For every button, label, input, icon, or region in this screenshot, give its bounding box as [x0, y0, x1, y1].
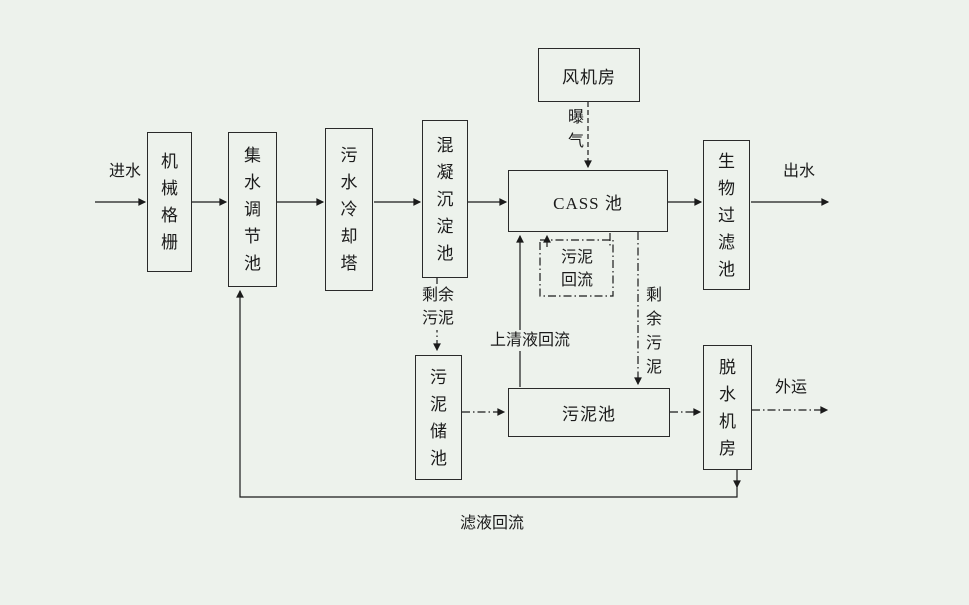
sludge-return-outline [539, 239, 614, 297]
excess-sludge-coagulation-label: 剩余污泥 [419, 284, 457, 330]
external-transport-label: 外运 [774, 379, 807, 396]
fan-room-label: 风机房 [562, 67, 616, 87]
box-dewatering-room: 脱水机房 [703, 345, 752, 470]
line-filtrate-return [236, 289, 738, 498]
box-mechanical-screen: 机械格栅 [147, 132, 192, 272]
box-fan-room: 风机房 [538, 48, 640, 102]
aeration-label: 曝气 [566, 106, 586, 154]
sewage-cooling-tower-label: 污水冷却塔 [340, 146, 358, 273]
box-sludge-storage-tank: 污泥储池 [415, 355, 462, 480]
box-sewage-cooling-tower: 污水冷却塔 [325, 128, 373, 291]
influent-label: 进水 [108, 163, 141, 180]
sludge-return-label: 污泥回流 [560, 249, 593, 289]
biological-filter-tank-label: 生物过滤池 [718, 151, 735, 279]
box-biological-filter-tank: 生物过滤池 [703, 140, 750, 290]
effluent-label: 出水 [782, 163, 815, 180]
mechanical-screen-label: 机械格栅 [161, 152, 178, 252]
cass-tank-label: CASS 池 [553, 193, 623, 213]
filtrate-return-label: 滤液回流 [459, 515, 524, 532]
dewatering-room-label: 脱水机房 [719, 357, 736, 458]
excess-sludge-cass-label: 剩余污泥 [645, 287, 662, 376]
supernatant-return-label: 上清液回流 [486, 330, 574, 351]
coagulation-sedimentation-tank-label: 混凝沉淀池 [436, 135, 454, 263]
box-sludge-tank: 污泥池 [508, 388, 670, 437]
box-cass-tank: CASS 池 [508, 170, 668, 232]
sludge-storage-tank-label: 污泥储池 [430, 367, 447, 468]
collecting-regulating-tank-label: 集水调节池 [244, 146, 261, 273]
box-coagulation-sedimentation-tank: 混凝沉淀池 [422, 120, 468, 278]
sludge-tank-label: 污泥池 [562, 405, 616, 424]
box-collecting-regulating-tank: 集水调节池 [228, 132, 277, 287]
